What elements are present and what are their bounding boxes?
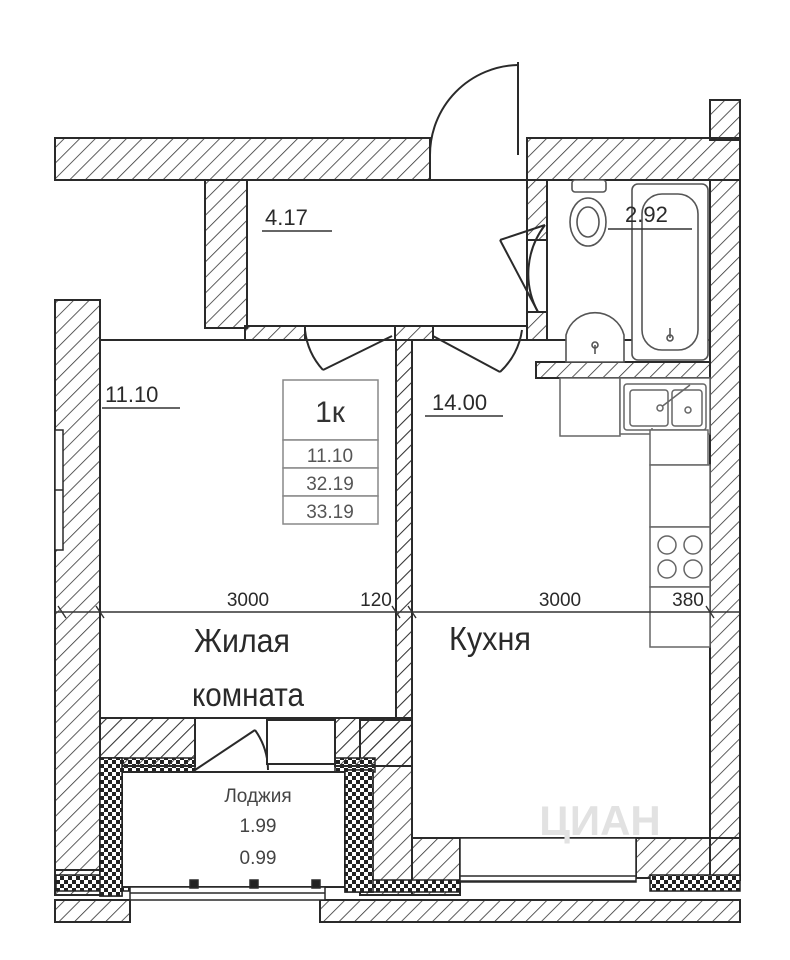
wall-hall-left bbox=[204, 179, 248, 329]
wall-middle-top bbox=[395, 339, 413, 721]
hall-area-label: 4.17 bbox=[265, 205, 308, 230]
dimension-line bbox=[55, 605, 740, 619]
living-area-label: 11.10 bbox=[105, 382, 158, 407]
wall-top-right-stub bbox=[709, 99, 741, 141]
wall-bottom-left-top bbox=[99, 717, 196, 767]
kitchen-door bbox=[432, 329, 523, 373]
apartment-info-box bbox=[282, 379, 379, 525]
stove-icon bbox=[649, 526, 711, 588]
kitchen-name: Кухня bbox=[449, 620, 531, 657]
area-underlines bbox=[102, 228, 692, 417]
sink-icon bbox=[565, 311, 625, 363]
wall-top-left bbox=[54, 137, 431, 181]
wall-bottom-mid-top bbox=[334, 717, 413, 767]
kitchen-wall-bottom-right-check bbox=[649, 874, 741, 892]
apartment-type-label: 1к bbox=[315, 396, 346, 429]
room-hall bbox=[246, 179, 528, 327]
entrance-door bbox=[429, 62, 528, 165]
loggia-name: Лоджия bbox=[224, 786, 291, 807]
left-window bbox=[54, 429, 64, 551]
info-total-with-loggia: 33.19 bbox=[306, 502, 354, 523]
kitchen-counter-mid bbox=[649, 464, 711, 528]
kitchen-window bbox=[459, 837, 637, 883]
loggia-area: 1.99 bbox=[240, 816, 277, 837]
loggia-door bbox=[194, 719, 336, 771]
wall-kitchen-bottom-right bbox=[635, 837, 741, 879]
loggia-window bbox=[129, 879, 326, 901]
bathroom-fixtures bbox=[565, 179, 709, 363]
living-room-name-line1: Жилая bbox=[194, 622, 290, 659]
kitchen-counter-top bbox=[559, 377, 621, 437]
bathroom-door bbox=[499, 224, 546, 313]
info-total-area: 32.19 bbox=[306, 474, 354, 495]
wall-top-right bbox=[526, 137, 741, 181]
windows bbox=[54, 429, 637, 901]
info-living-area: 11.10 bbox=[307, 446, 353, 467]
wall-hall-living bbox=[244, 325, 306, 341]
living-room-name-line2: комната bbox=[192, 676, 305, 713]
dim-living-width: 3000 bbox=[227, 590, 269, 611]
wall-bath-bottom-top bbox=[535, 361, 711, 379]
watermark: ЦИАН bbox=[539, 797, 661, 844]
loggia-reduced-area: 0.99 bbox=[240, 848, 277, 869]
loggia-wall-left-top bbox=[99, 757, 123, 897]
bathroom-area-label: 2.92 bbox=[625, 202, 668, 227]
toilet-icon bbox=[569, 179, 607, 247]
bathtub-icon bbox=[631, 183, 709, 361]
wall-left bbox=[54, 299, 101, 879]
wall-hall-kitchen bbox=[394, 325, 434, 341]
wall-bottom-strip-left bbox=[54, 899, 131, 923]
dim-wall-right: 380 bbox=[672, 590, 704, 611]
loggia-wall-right-top bbox=[344, 769, 374, 893]
kitchen-sink-icon bbox=[623, 383, 709, 466]
wall-right bbox=[709, 179, 741, 881]
living-door bbox=[304, 329, 393, 371]
kitchen-counter-bottom bbox=[649, 586, 711, 648]
dim-kitchen-width: 3000 bbox=[539, 590, 581, 611]
wall-bottom-strip bbox=[319, 899, 741, 923]
doors bbox=[194, 62, 546, 771]
kitchen-fixtures bbox=[559, 377, 711, 648]
kitchen-area-label: 14.00 bbox=[432, 390, 487, 415]
dim-wall-mid: 120 bbox=[360, 590, 392, 611]
loggia-wall-bottom-right bbox=[359, 879, 461, 893]
